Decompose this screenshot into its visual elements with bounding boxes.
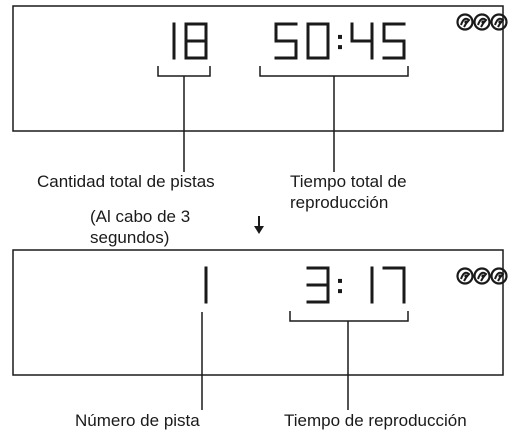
lcd-digit <box>382 22 406 60</box>
disc-2-icon <box>473 267 491 285</box>
display-1-disc-icons <box>456 13 508 31</box>
after-seconds-label-line1: (Al cabo de 3 <box>90 207 191 226</box>
lcd-colon <box>338 278 342 294</box>
lcd-digit <box>306 22 330 60</box>
after-seconds-label-line2: segundos) <box>90 228 170 247</box>
disc-1-icon <box>456 267 474 285</box>
total-time-label-line2: reproducción <box>290 193 389 212</box>
total-tracks-label: Cantidad total de pistas <box>37 172 215 191</box>
display-2-disc-icons <box>456 267 508 285</box>
disc-3-icon <box>490 13 508 31</box>
display-1-frame <box>12 5 504 132</box>
display-2-time-digits <box>306 266 406 304</box>
lcd-digit <box>382 266 406 304</box>
display-2-frame <box>12 249 504 376</box>
lcd-colon <box>338 34 342 50</box>
disc-3-icon <box>490 267 508 285</box>
disc-2-icon <box>473 13 491 31</box>
disc-1-icon <box>456 13 474 31</box>
display-1-track-bracket <box>157 66 211 172</box>
display-1-track-count-digits <box>172 22 208 60</box>
total-time-label-line1: Tiempo total de <box>290 172 407 191</box>
lcd-digit <box>184 22 208 60</box>
play-time-label: Tiempo de reproducción <box>284 411 467 430</box>
display-1-time-digits <box>274 22 406 60</box>
track-number-label: Número de pista <box>75 411 200 430</box>
down-arrow-icon <box>254 216 264 234</box>
lcd-digit <box>306 266 330 304</box>
lcd-digit <box>350 22 374 60</box>
display-1-time-bracket <box>259 66 409 172</box>
display-2-time-bracket <box>289 311 409 410</box>
lcd-digit <box>274 22 298 60</box>
